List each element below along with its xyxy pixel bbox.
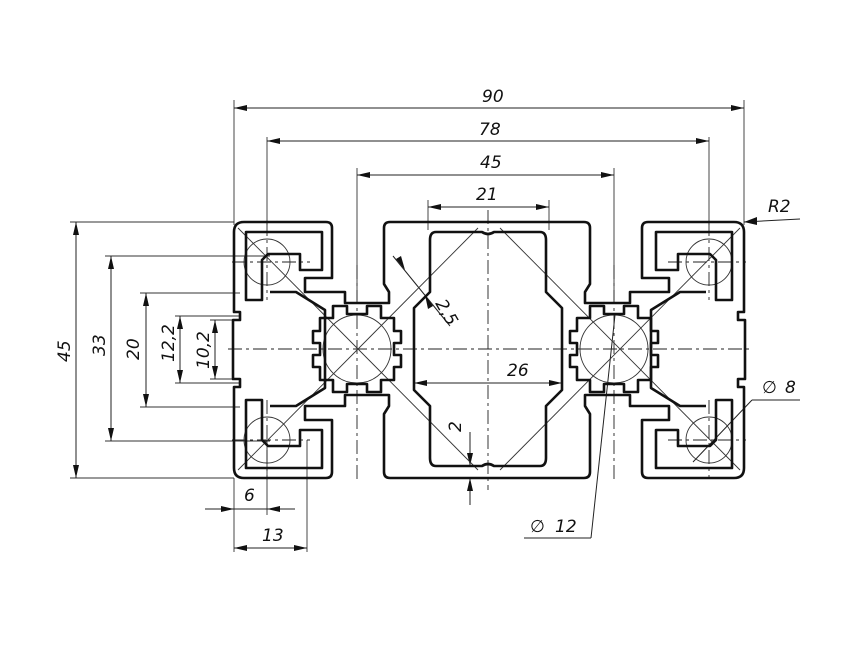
dim-6: 6 [244,486,255,506]
center-cavity [412,230,564,468]
dim-21: 21 [476,185,498,205]
dim-13: 13 [262,526,284,546]
right-core-outline [568,304,660,394]
left-core-outline [311,304,403,394]
dim-phi8: ∅ 8 [762,378,796,398]
dim-v20: 20 [124,338,144,360]
dim-26: 26 [507,361,529,381]
dim-v12-2: 12,2 [159,324,179,362]
dim-2: 2 [446,421,466,432]
dim-v10-2: 10,2 [194,331,214,369]
diameter-icon: ∅ [762,378,777,398]
center-lines [228,210,750,490]
dim-phi12-value: 12 [555,517,577,537]
profile-outline [231,220,747,480]
dim-phi8-value: 8 [785,378,796,398]
dim-v33: 33 [90,334,110,356]
dim-90: 90 [482,87,504,107]
extension-lines [70,100,745,552]
outer-contour [231,220,747,480]
dim-v45: 45 [55,340,75,362]
diameter-icon: ∅ [530,517,545,537]
dimension-lines [75,107,801,549]
corner-hole-tl [243,238,291,286]
dim-phi12: ∅ 12 [530,517,577,537]
dim-45: 45 [480,153,502,173]
corner-hole-bl [243,416,291,464]
diagonal-lines [237,227,741,471]
dim-2-5: 2,5 [431,296,462,329]
dim-R2: R2 [768,197,791,217]
dim-78: 78 [479,120,501,140]
arrowheads [73,105,757,551]
dimension-labels: 90 78 45 21 26 6 13 R2 2 2,5 45 33 20 12… [55,87,796,546]
